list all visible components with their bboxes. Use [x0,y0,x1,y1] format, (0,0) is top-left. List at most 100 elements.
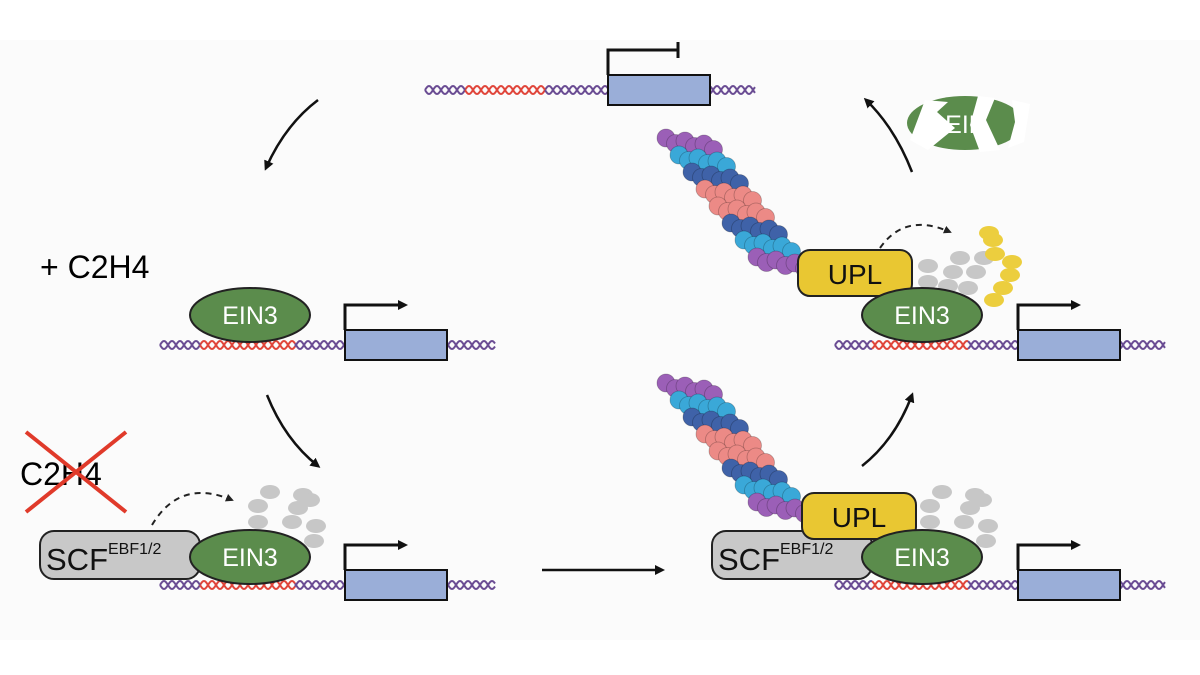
gene-box-middle-right [1017,329,1121,361]
dna-strand [834,579,873,591]
scf-label: SCF [718,542,780,577]
ein3-middle-right: EIN3 [861,287,983,343]
scf-complex-right: SCFEBF1/2 [711,530,873,580]
dna-strand [871,579,969,591]
dna-strand [834,339,873,351]
dna-strand [424,84,466,96]
ubiquitin-bead [954,515,974,529]
ubiquitin-bead [1000,268,1020,282]
ubiquitination-arrow-right [879,223,952,249]
ein3-label: EIN3 [222,544,278,572]
degraded-ein3: EIN [907,96,1030,152]
proteasome-bottom [656,373,814,523]
svg-text:SCFEBF1/2: SCFEBF1/2 [718,541,833,577]
promoter-active-arrow [1016,540,1081,570]
ubiquitin-bead [306,519,326,533]
dna-strand [464,84,546,96]
ubiquitin-bead [918,275,938,289]
promoter-active-arrow [343,540,408,570]
ein3-bottom-left: EIN3 [189,529,311,585]
ubiquitin-bead [920,515,940,529]
ubiquitin-bead [972,493,992,507]
cycle-arrow-right [861,392,915,467]
dna-strand [424,84,466,96]
gene-box-middle-left [344,329,448,361]
ubiquitin-bead [248,515,268,529]
fragment-gap-left [910,100,955,150]
dna-strand-middle-left [159,339,496,351]
cycle-arrow-top-left [264,99,319,171]
ubiquitination-arrow-left [151,492,234,526]
ubiquitin-bead [248,499,268,513]
ubiquitin-chain-bottom-right [920,485,998,548]
ubiquitin-bead [304,534,324,548]
scf-superscript: EBF1/2 [108,541,161,558]
ubiquitin-chain-yellow [979,226,1022,307]
gene-box-bottom-left [344,569,448,601]
scf-superscript: EBF1/2 [780,541,833,558]
dna-strand [159,339,201,351]
ein3-bottom-right: EIN3 [861,529,983,585]
ubiquitin-bead [958,281,978,295]
ubiquitin-bead [979,226,999,240]
cycle-arrow-left [265,394,321,468]
ubiquitin-bead [918,259,938,273]
scf-label: SCF [46,542,108,577]
cycle-arrow-top-right [863,97,914,173]
ein3-label: EIN3 [894,544,950,572]
gene-middle-right [1016,300,1121,361]
fragment-gap-edge [1008,100,1030,148]
dna-strand [199,339,296,351]
dna-strand [159,579,201,591]
ein3-label: EIN3 [894,302,950,330]
ubiquitin-bead [993,281,1013,295]
ubiquitin-bead [300,493,320,507]
ubiquitin-chain-left [248,485,326,548]
promoter-active-arrow [1016,300,1081,330]
upl-complex-bottom: UPL [801,492,917,540]
gene-bottom-left [343,540,448,601]
dna-strand [834,339,873,351]
scf-complex-left: SCFEBF1/2 [39,530,201,580]
ethylene-added-label: + C2H4 [40,249,149,285]
dna-strand [159,579,201,591]
dna-strand [871,339,969,351]
ubiquitin-bead [978,519,998,533]
ubiquitin-bead [985,247,1005,261]
ubiquitin-bead [1002,255,1022,269]
upl-complex-top: UPL [797,249,913,297]
dna-strand [834,579,873,591]
ubiquitin-bead [932,485,952,499]
dna-strand [159,339,201,351]
promoter-active-arrow [343,300,408,330]
ubiquitin-bead [976,534,996,548]
gene-top-repressed [606,42,711,106]
upl-box-top [797,249,913,297]
ubiquitin-bead [282,515,302,529]
ein3-ellipse [189,287,311,343]
ubiquitin-bead [966,265,986,279]
ubiquitin-bead [950,251,970,265]
gene-box-bottom-right [1017,569,1121,601]
gene-bottom-right [1016,540,1121,601]
ubiquitin-chain-middle-right [918,251,994,309]
upl-label: UPL [828,259,882,290]
ubiquitin-bead [943,265,963,279]
ubiquitin-bead [260,485,280,499]
ubiquitin-bead [920,499,940,513]
fragment-gap-right [970,96,1000,152]
gene-middle-left [343,300,448,361]
ubiquitin-bead [984,293,1004,307]
ein3-label: EIN3 [222,302,278,330]
ethylene-removed: C2H4 [20,430,128,514]
ein3-ellipse [861,287,983,343]
cross-line [24,430,128,514]
promoter-blocked-symbol [606,42,680,75]
ein3-ellipse [189,529,311,585]
ein3-ellipse [861,529,983,585]
upl-label: UPL [832,502,886,533]
gene-box-top [607,74,711,106]
upl-box-bottom [801,492,917,540]
